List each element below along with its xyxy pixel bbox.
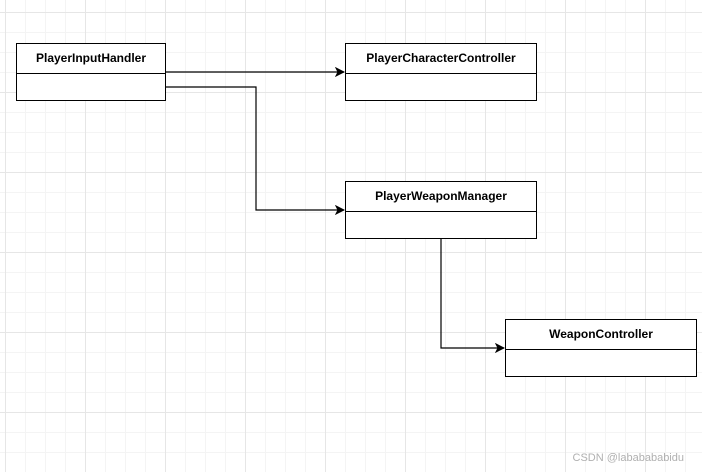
class-name: PlayerCharacterController — [346, 44, 536, 74]
class-box-player-input-handler[interactable]: PlayerInputHandler — [16, 43, 166, 101]
class-name: PlayerWeaponManager — [346, 182, 536, 212]
class-box-player-weapon-manager[interactable]: PlayerWeaponManager — [345, 181, 537, 239]
class-name: PlayerInputHandler — [17, 44, 165, 74]
arrow-input-to-weapon-manager — [166, 86, 344, 210]
class-box-player-character-controller[interactable]: PlayerCharacterController — [345, 43, 537, 101]
arrow-weapon-manager-to-weapon-controller — [440, 239, 504, 348]
watermark: CSDN @lababababidu — [572, 452, 684, 464]
class-box-weapon-controller[interactable]: WeaponController — [505, 319, 697, 377]
class-name: WeaponController — [506, 320, 696, 350]
